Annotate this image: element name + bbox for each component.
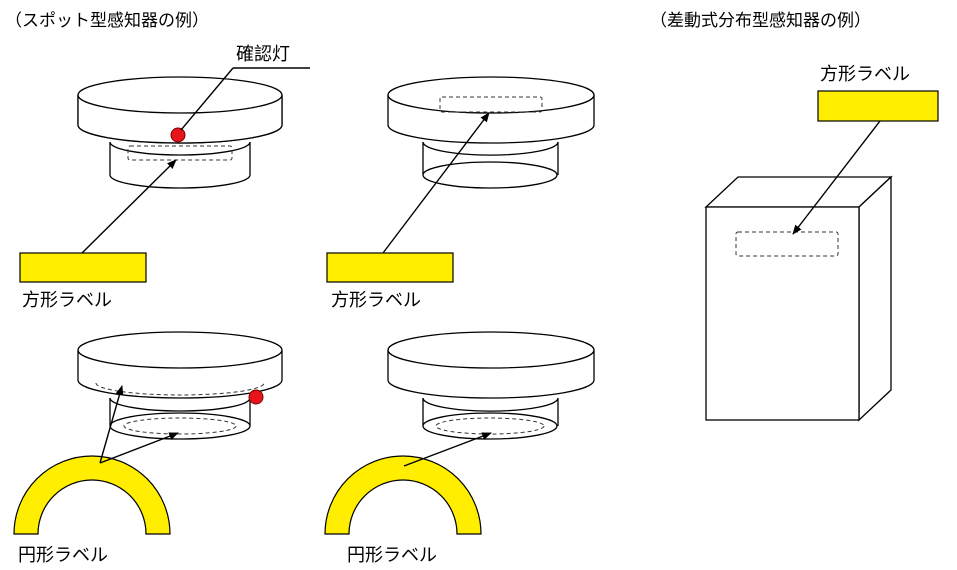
spot-detector-2 <box>387 76 595 189</box>
indicator-lamp-1 <box>170 127 186 143</box>
circular-label-1-text: 円形ラベル <box>18 545 108 566</box>
arrow-square-label-1 <box>81 159 177 254</box>
square-label-2-text: 方形ラベル <box>331 290 421 311</box>
arrow-square-label-2 <box>382 112 490 254</box>
indicator-lamp-leader <box>180 67 234 131</box>
spot-detector-4 <box>387 331 595 440</box>
distributed-detector-box <box>704 175 893 422</box>
arrow-circular-label-1a <box>99 385 124 464</box>
circular-label-plate-2 <box>324 455 482 535</box>
square-label-3-text: 方形ラベル <box>820 64 910 85</box>
square-label-plate-2 <box>326 252 454 283</box>
arrow-square-label-3 <box>792 120 881 235</box>
square-label-1-text: 方形ラベル <box>22 290 112 311</box>
indicator-lamp-2 <box>248 389 264 405</box>
square-label-plate-1 <box>19 252 147 283</box>
distributed-detector-title: （差動式分布型感知器の例） <box>650 11 871 31</box>
arrow-circular-label-2 <box>403 432 492 467</box>
indicator-lamp-label: 確認灯 <box>236 44 290 65</box>
spot-detector-1 <box>77 76 283 189</box>
circular-label-2-text: 円形ラベル <box>347 545 437 566</box>
circular-label-plate-1 <box>13 455 171 535</box>
spot-detector-title: （スポット型感知器の例） <box>5 11 209 31</box>
arrow-circular-label-1b <box>99 432 179 464</box>
square-label-plate-3 <box>817 90 939 122</box>
spot-detector-3 <box>77 331 283 440</box>
